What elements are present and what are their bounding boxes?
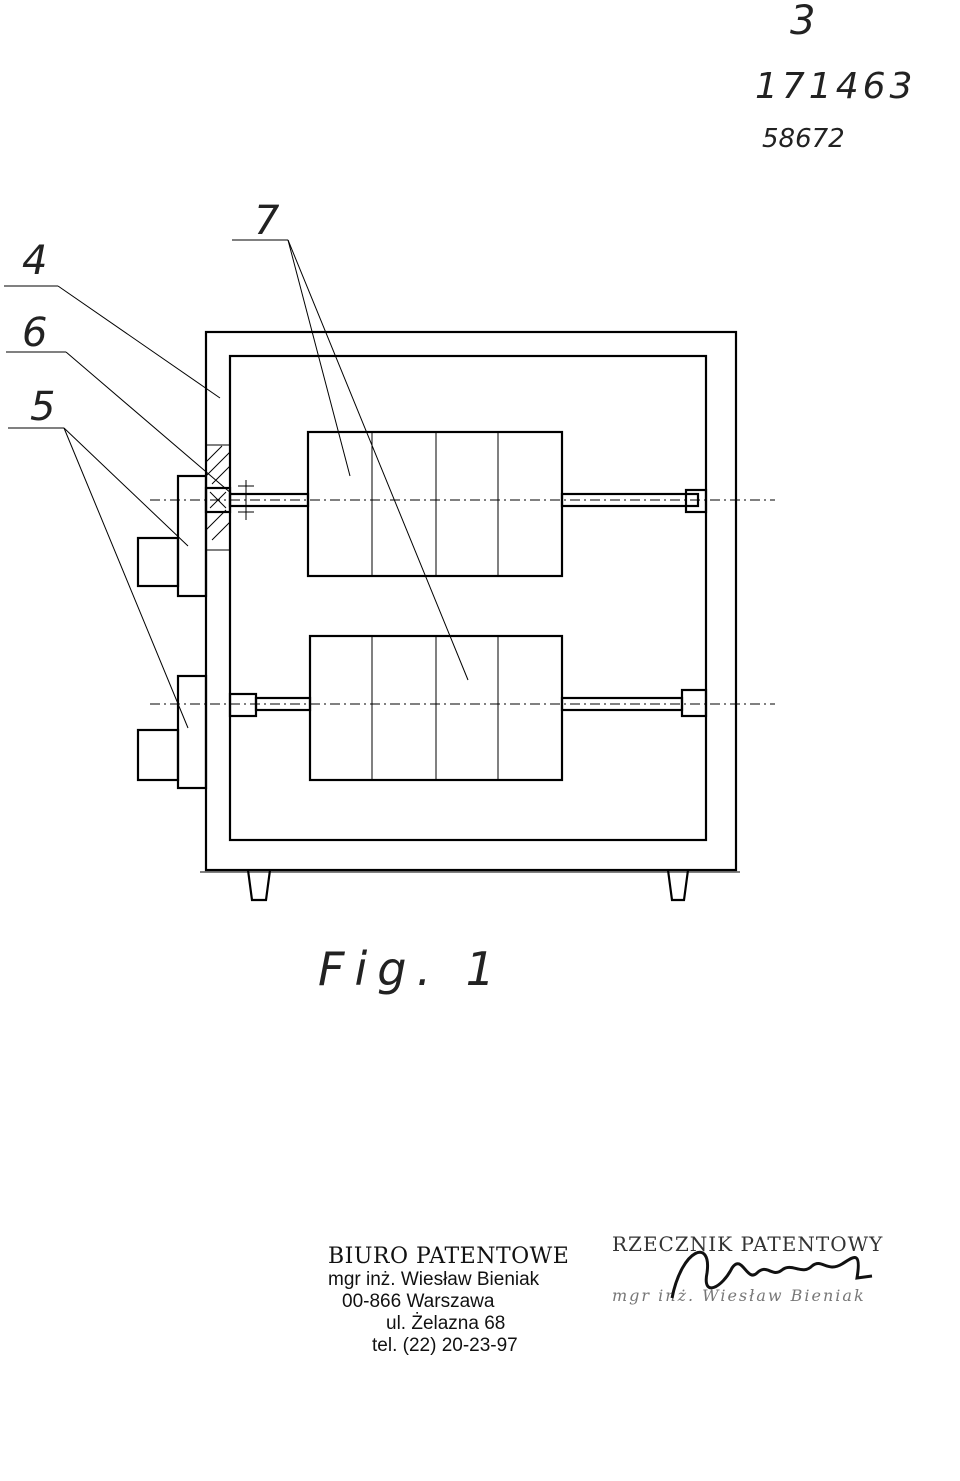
lower-motor-body [136,728,180,782]
lower-bearing-right [680,688,708,718]
outer-housing [204,330,738,872]
handwritten-signature [670,1250,873,1299]
lower-motor-flange [176,674,208,790]
signature-stamp: RZECZNIK PATENTOWY mgr inż. Wiesław Bien… [612,1232,883,1305]
inner-housing [228,354,708,842]
left-foot [246,869,272,902]
page-number: 3 [790,0,816,44]
label-5: 5 [30,384,56,430]
reference-number: 58672 [762,124,845,154]
stamp-line-street: ul. Żelazna 68 [386,1313,506,1334]
patent-office-stamp: BIURO PATENTOWE mgr inż. Wiesław Bieniak… [328,1244,569,1357]
lower-coupling [228,692,258,718]
leader-lines [4,239,469,729]
stamp-title: BIURO PATENTOWE [328,1244,570,1269]
stamp-line-postcode: 00-866 Warszawa [342,1291,495,1312]
label-6: 6 [22,310,48,356]
wall-hatching [205,445,231,541]
signature-stamp-title: RZECZNIK PATENTOWY [612,1232,884,1256]
label-7: 7 [254,198,280,244]
figure-caption: Fig. 1 [318,942,505,996]
stamp-line-name: mgr inż. Wiesław Bieniak [328,1269,540,1290]
upper-motor-body [136,536,180,588]
upper-bearing-right [684,488,708,514]
right-foot [666,869,690,902]
upper-drum [306,430,564,578]
label-4: 4 [22,238,48,284]
stamp-line-phone: tel. (22) 20-23-97 [372,1335,518,1356]
upper-motor-flange [176,474,208,598]
document-number: 171463 [755,66,917,107]
